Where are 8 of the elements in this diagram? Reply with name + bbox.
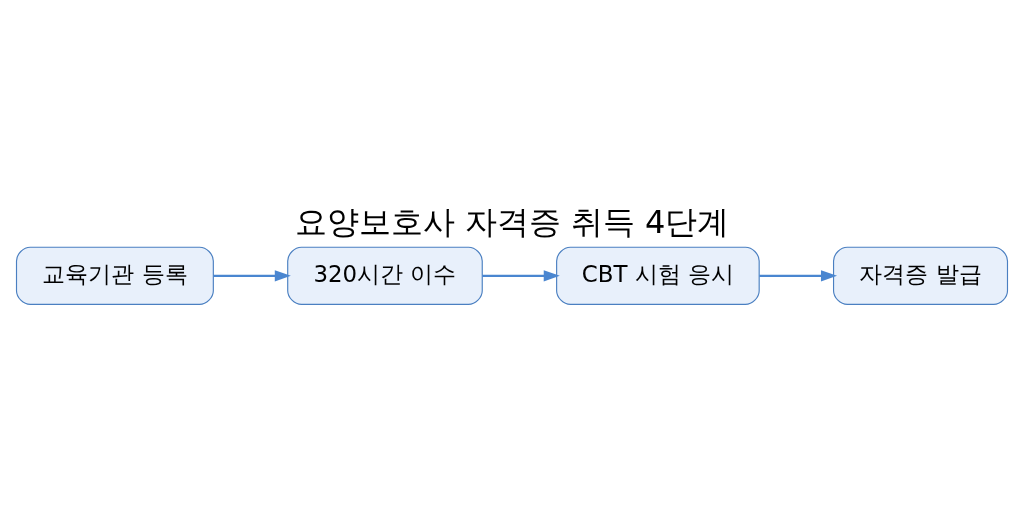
node-box: CBT 시험 응시 (556, 246, 760, 305)
diagram-title: 요양보호사 자격증 취득 4단계 (294, 202, 730, 241)
node-box: 자격증 발급 (833, 246, 1009, 305)
arrow (759, 269, 838, 281)
node-box: 교육기관 등록 (15, 246, 214, 305)
node-box: 320시간 이수 (287, 246, 483, 305)
arrow (213, 269, 291, 281)
arrow (482, 269, 560, 281)
